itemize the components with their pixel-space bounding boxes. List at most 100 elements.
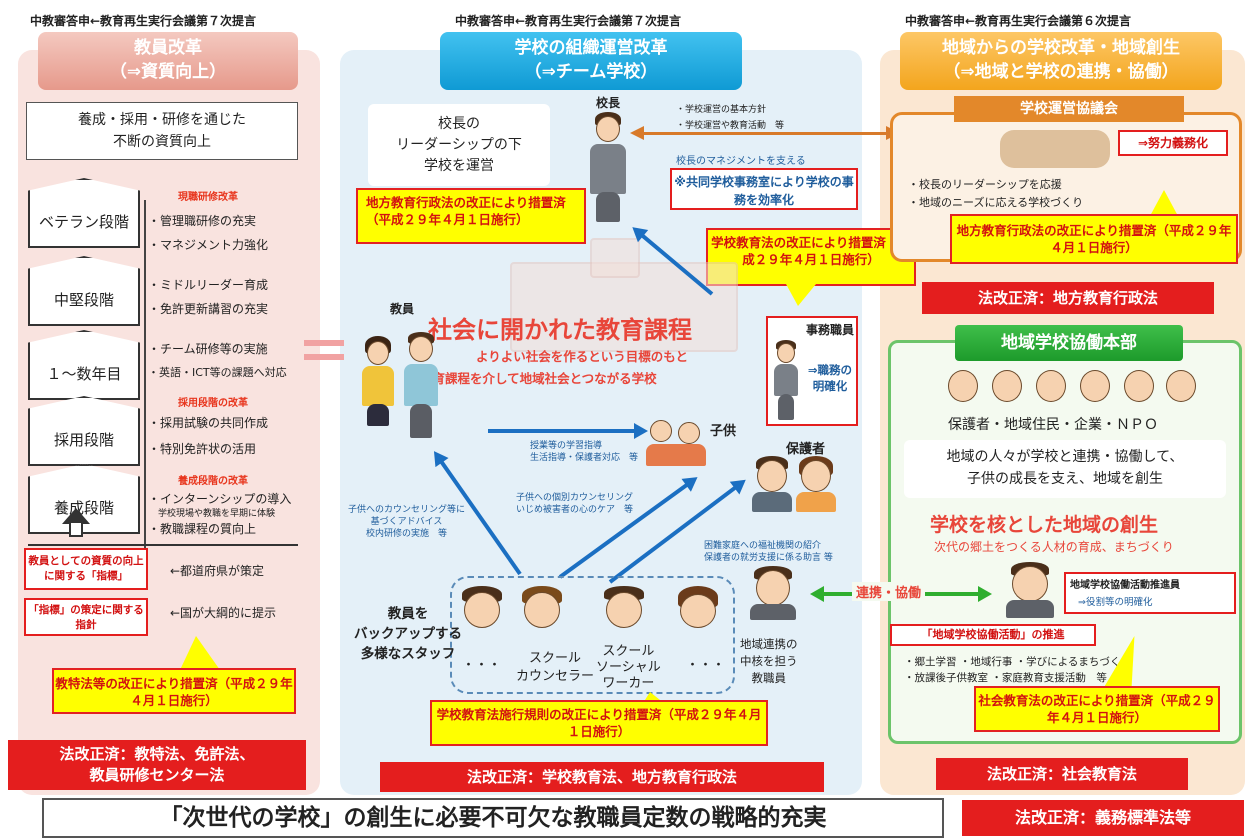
arrow-text-line: 生活指導・保護者対応 等	[530, 453, 639, 463]
source-right: 中教審答申←教育再生実行会議第６次提言	[905, 14, 1132, 28]
prep-item-note: 学校現場や教職を早期に体験	[158, 509, 276, 519]
liaison-label-line: 地域連携の	[740, 637, 798, 651]
training-reform-heading: 現職研修改革	[178, 192, 238, 203]
counselor-label-line: カウンセラー	[516, 669, 595, 684]
more-staff-dots: ・・・	[462, 658, 502, 673]
intro-box: 養成・採用・研修を通じた 不断の資質向上	[26, 102, 298, 160]
clerk-label: 事務職員	[806, 323, 855, 337]
council-title: 学校運営協議会	[954, 96, 1184, 122]
training-item: ・チーム研修等の実施	[148, 342, 268, 356]
core-title: 学校を核とした地域の創生	[930, 514, 1159, 536]
counselor-figure-icon	[520, 586, 564, 630]
law-bar-social: 法改正済：社会教育法	[936, 758, 1188, 790]
local-admin-callout-right: 地方教育行政法の改正により措置済（平成２９年４月１日施行）	[950, 214, 1238, 264]
community-reform-header: 地域からの学校改革・地域創生 （⇒地域と学校の連携・協働）	[900, 32, 1222, 90]
source-left: 中教審答申←教育再生実行会議第７次提言	[30, 14, 257, 28]
law-bar-left: 法改正済：教特法、免許法、 教員研修センター法	[8, 740, 306, 790]
training-item: ・ミドルリーダー育成	[148, 278, 269, 292]
principal-figure-icon	[590, 112, 626, 222]
coordinator-figure-icon	[1006, 562, 1054, 618]
staff-label: 教員を バックアップする 多様なスタッフ	[354, 604, 462, 664]
arrow-text: 子供へのカウンセリング等に 基づくアドバイス 校内研修の実施 等	[348, 504, 465, 540]
hiring-item: ・採用試験の共同作成	[148, 416, 269, 430]
clock-tower-icon	[590, 238, 640, 278]
children-figure-icon	[646, 420, 706, 468]
arrow-head-icon	[630, 126, 644, 140]
arrow-text-line: 校内研修の実施 等	[366, 529, 448, 539]
arrow-head-icon	[810, 586, 824, 602]
support-label: 校長のマネジメントを支える	[676, 156, 806, 167]
bottom-banner: 「次世代の学校」の創生に必要不可欠な教職員定数の戦略的充実	[42, 798, 944, 838]
community-desc-box: 地域の人々が学校と連携・協働して、 子供の成長を支え、地域を創生	[904, 440, 1226, 498]
teacher-to-child-arrow	[488, 423, 648, 439]
school-rule-callout: 学校教育法施行規則の改正により措置済（平成２９年４月１日施行）	[430, 700, 768, 746]
law-line: 法改正済：教特法、免許法、	[59, 745, 255, 763]
prep-item: ・教職課程の質向上	[148, 522, 257, 536]
activities-line: ・郷土学習 ・地域行事 ・学びによるまちづくり	[904, 656, 1131, 668]
social-worker-label: スクール ソーシャル ワーカー	[596, 644, 661, 692]
arrow-text: 困難家庭への福祉機関の紹介 保護者の就労支援に係る助言 等	[704, 540, 833, 564]
principal-leadership-box: 校長の リーダーシップの下 学校を運営	[368, 104, 550, 186]
community-members-icon	[948, 366, 1198, 406]
child-label: 子供	[710, 424, 737, 439]
prep-reform-heading: 養成段階の改革	[178, 476, 248, 487]
stage-hiring: 採用段階	[28, 396, 140, 466]
header-subtitle: （⇒資質向上）	[109, 62, 227, 82]
activities-line: ・放課後子供教室 ・家庭教育支援活動 等	[904, 672, 1107, 684]
liaison-label: 地域連携の 中核を担う 教職員	[740, 636, 798, 687]
stage-early-years: １～数年目	[28, 330, 140, 400]
training-item: ・マネジメント力強化	[148, 238, 269, 252]
up-arrow-stem	[69, 523, 83, 537]
stage-veteran: ベテラン段階	[28, 178, 140, 248]
intro-line: 不断の資質向上	[113, 134, 211, 150]
core-subtitle: 次代の郷土をつくる人材の育成、まちづくり	[934, 540, 1174, 554]
prefecture-note: ←都道府県が策定	[170, 564, 265, 578]
arrow-text-line: 授業等の学習指導	[530, 441, 603, 451]
staff-label-line: 多様なスタッフ	[360, 646, 456, 662]
callout-pointer	[1150, 190, 1178, 216]
council-item: ・地域のニーズに応える学校づくり	[908, 196, 1084, 209]
arrow-text-line: 子供への個別カウンセリング	[516, 493, 634, 503]
community-hub-box	[888, 340, 1242, 744]
social-worker-figure-icon	[602, 586, 646, 630]
box-line: 学校を運営	[424, 158, 494, 174]
liaison-staff-figure-icon	[750, 566, 796, 620]
meeting-illustration-icon	[1000, 130, 1110, 168]
law-bar-local: 法改正済：地方教育行政法	[922, 282, 1214, 314]
promotion-box: 「地域学校協働活動」の推進	[890, 624, 1096, 646]
stage-label: １～数年目	[46, 365, 122, 383]
staff-group	[450, 576, 735, 694]
council-item: ・校長のリーダーシップを応援	[908, 178, 1062, 191]
coordinator-box	[1064, 572, 1236, 614]
header-subtitle: （⇒チーム学校）	[524, 62, 658, 82]
council-link-arrow	[640, 132, 888, 135]
social-worker-label-line: スクール	[602, 644, 655, 659]
stage-label: 採用段階	[53, 431, 114, 449]
local-admin-callout: 地方教育行政法の改正により措置済（平成２９年４月１日施行）	[356, 188, 586, 244]
arrow-text-line: 困難家庭への福祉機関の紹介	[704, 541, 822, 551]
school-organization-header: 学校の組織運営改革 （⇒チーム学校）	[440, 32, 742, 90]
header-title: 地域からの学校改革・地域創生	[942, 38, 1180, 58]
curriculum-title: 社会に開かれた教育課程	[428, 316, 692, 344]
arrow-text-line: 保護者の就労支援に係る助言 等	[704, 553, 833, 563]
members-label: 保護者・地域住民・企業・ＮＰＯ	[948, 417, 1158, 433]
principal-item: ・学校運営や教育活動 等	[676, 121, 785, 131]
counselor-label-line: スクール	[529, 651, 582, 666]
curriculum-subtitle: よりよい社会を作るという目標のもと	[476, 349, 689, 364]
clerk-figure-icon	[774, 340, 798, 420]
social-worker-label-line: ソーシャル	[596, 660, 661, 675]
staff-figure-icon	[676, 586, 720, 630]
stage-mid-career: 中堅段階	[28, 256, 140, 326]
stage-label: 中堅段階	[53, 291, 114, 309]
up-arrow-icon	[62, 508, 90, 524]
teacher-figure-icon	[362, 336, 394, 426]
joint-office-box: ※共同学校事務室により学校の事務を効率化	[670, 168, 858, 210]
training-item: ・免許更新講習の充実	[148, 302, 269, 316]
liaison-label-line: 教職員	[751, 671, 787, 685]
guideline-box: 「指標」の策定に関する指針	[24, 598, 148, 636]
coordinator-role: ⇒役割等の明確化	[1078, 597, 1153, 608]
stage-label: ベテラン段階	[38, 213, 129, 231]
index-box: 教員としての資質の向上に関する「指標」	[24, 548, 148, 590]
more-staff-dots: ・・・	[686, 658, 726, 673]
law-bar-mid: 法改正済：学校教育法、地方教育行政法	[380, 762, 824, 792]
